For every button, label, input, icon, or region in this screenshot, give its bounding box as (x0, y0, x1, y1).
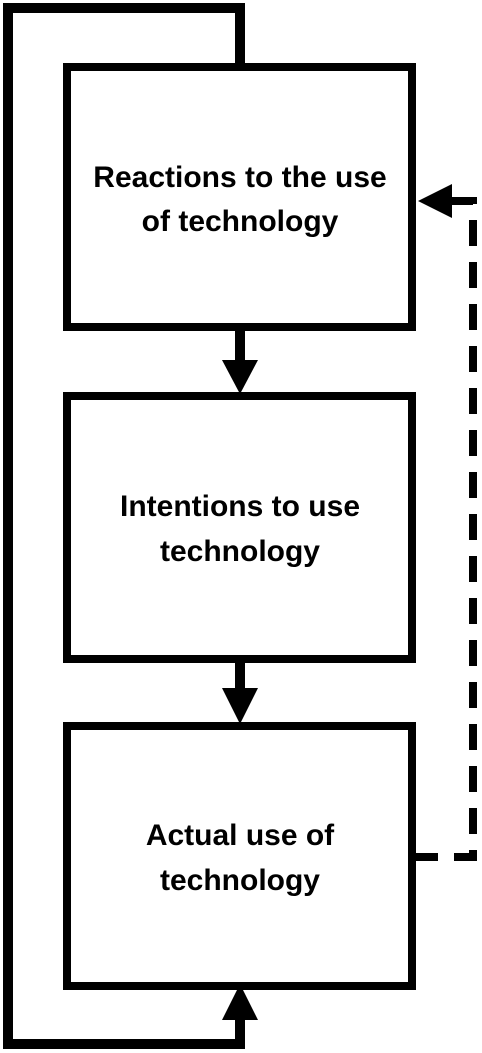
box-actual-use-line-1: Actual use of (146, 819, 335, 852)
dashed-feedback-arrowhead (418, 184, 452, 218)
box-reactions: Reactions to the use of technology (63, 63, 416, 331)
arrow-intentions-to-actual-head (222, 688, 258, 724)
box-reactions-line-2: of technology (142, 205, 339, 238)
outer-feedback-arrowhead (222, 984, 258, 1020)
outer-feedback-loop (3, 3, 245, 1049)
box-intentions: Intentions to use technology (63, 392, 416, 663)
box-reactions-line-1: Reactions to the use (93, 161, 386, 194)
box-actual-use: Actual use of technology (63, 722, 416, 990)
box-intentions-line-1: Intentions to use (120, 490, 360, 523)
box-actual-use-line-2: technology (160, 864, 320, 897)
box-intentions-line-2: technology (160, 535, 320, 568)
arrow-reactions-to-intentions-head (222, 360, 258, 394)
dashed-feedback-loop (412, 197, 477, 861)
